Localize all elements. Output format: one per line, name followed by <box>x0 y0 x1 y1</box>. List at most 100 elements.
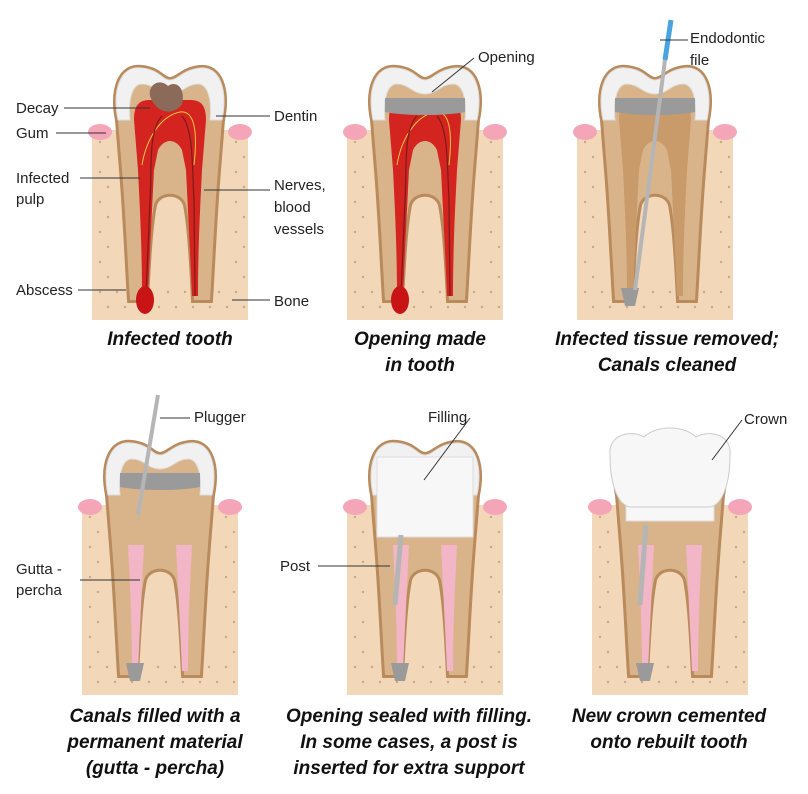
bone-dot <box>353 230 357 234</box>
bone-dot <box>232 650 236 654</box>
bone-dot <box>591 305 595 309</box>
bone-dot <box>727 215 731 219</box>
bone-dot <box>88 515 92 519</box>
apex-seal <box>621 288 639 306</box>
bone-dot <box>353 515 357 519</box>
bone-dot <box>438 665 442 669</box>
bone-dot <box>725 680 729 684</box>
label-infected-pulp-2: pulp <box>16 191 45 208</box>
enamel <box>600 67 710 121</box>
bone-dot <box>353 605 357 609</box>
bone-dot <box>123 305 127 309</box>
label-nerves-1: Nerves, <box>274 177 326 194</box>
bone-dot <box>710 305 714 309</box>
bone-dot <box>438 290 442 294</box>
bone-dot <box>606 650 610 654</box>
bone-dot <box>361 650 365 654</box>
bone-dot <box>361 620 365 624</box>
canal-right <box>686 545 702 671</box>
leader-opening <box>431 57 475 93</box>
abscess <box>391 286 409 314</box>
gum-right <box>483 124 507 140</box>
label-dentin: Dentin <box>274 108 318 125</box>
bone-dot <box>353 290 357 294</box>
bone-dot <box>598 545 602 549</box>
post <box>392 534 404 606</box>
gum-right <box>728 499 752 515</box>
bone-dot <box>421 665 425 669</box>
bone-dot <box>361 560 365 564</box>
bone-dot <box>606 530 610 534</box>
canal-right <box>671 170 687 296</box>
bone-dot <box>472 665 476 669</box>
bone-dot <box>96 560 100 564</box>
label-decay: Decay <box>16 100 59 117</box>
bone-dot <box>727 185 731 189</box>
gum-left <box>343 124 367 140</box>
bone-dot <box>497 215 501 219</box>
bone-dot <box>691 680 695 684</box>
bone-dot <box>719 260 723 264</box>
bone-dot <box>489 665 493 669</box>
bone-dot <box>742 680 746 684</box>
label-bone: Bone <box>274 293 310 310</box>
bone-dot <box>497 650 501 654</box>
bone-dot <box>591 275 595 279</box>
bone-dot <box>88 635 92 639</box>
canal-right <box>176 545 192 671</box>
gum-left <box>78 499 102 515</box>
bone-dot <box>234 140 238 144</box>
bone-dot <box>412 305 416 309</box>
bone-dot <box>674 680 678 684</box>
bone-dot <box>224 575 228 579</box>
crown-cap <box>609 427 731 508</box>
bone-dot <box>370 665 374 669</box>
bone-dot <box>353 260 357 264</box>
bone-dot <box>224 605 228 609</box>
bone-dot <box>497 530 501 534</box>
bone-dot <box>489 290 493 294</box>
bone-dot <box>497 275 501 279</box>
bone-dot <box>361 590 365 594</box>
bone-dot <box>215 680 219 684</box>
bone-dot <box>625 305 629 309</box>
bone-dot <box>224 515 228 519</box>
bone-dot <box>693 305 697 309</box>
bone-dot <box>224 545 228 549</box>
bone-dot <box>719 230 723 234</box>
tooth-panel-opening <box>343 64 507 320</box>
caption-line: Infected tissue removed; <box>555 329 779 350</box>
bone-dot <box>234 200 238 204</box>
bone-dot <box>88 575 92 579</box>
label-infected-pulp-1: Infected <box>16 170 70 187</box>
bone-dot <box>719 170 723 174</box>
bone-dot <box>361 215 365 219</box>
bone-dot <box>234 260 238 264</box>
bone-dot <box>173 665 177 669</box>
bone-dot <box>489 545 493 549</box>
bone-dot <box>446 305 450 309</box>
label-gum: Gum <box>16 125 49 142</box>
tooth-panel-sealed <box>343 439 507 695</box>
bone-dot <box>224 665 228 669</box>
bone-dot <box>224 635 228 639</box>
bone-dot <box>353 545 357 549</box>
bone-dot <box>88 605 92 609</box>
caption-line: Canals filled with a <box>69 706 241 727</box>
tooth-panel-crown <box>588 427 752 695</box>
bone-dot <box>106 185 110 189</box>
bone-dot <box>598 575 602 579</box>
tooth-panel-cleaned <box>573 19 737 320</box>
bone-dot <box>489 140 493 144</box>
bone-dot <box>378 305 382 309</box>
bone-dot <box>489 260 493 264</box>
bone-dot <box>659 305 663 309</box>
bone-dot <box>96 650 100 654</box>
bone-dot <box>742 530 746 534</box>
bone-dot <box>232 680 236 684</box>
bone-dot <box>242 155 246 159</box>
access-opening <box>120 473 200 490</box>
bone-dot <box>98 170 102 174</box>
leader-filling <box>423 417 471 481</box>
label-abscess: Abscess <box>16 282 73 299</box>
